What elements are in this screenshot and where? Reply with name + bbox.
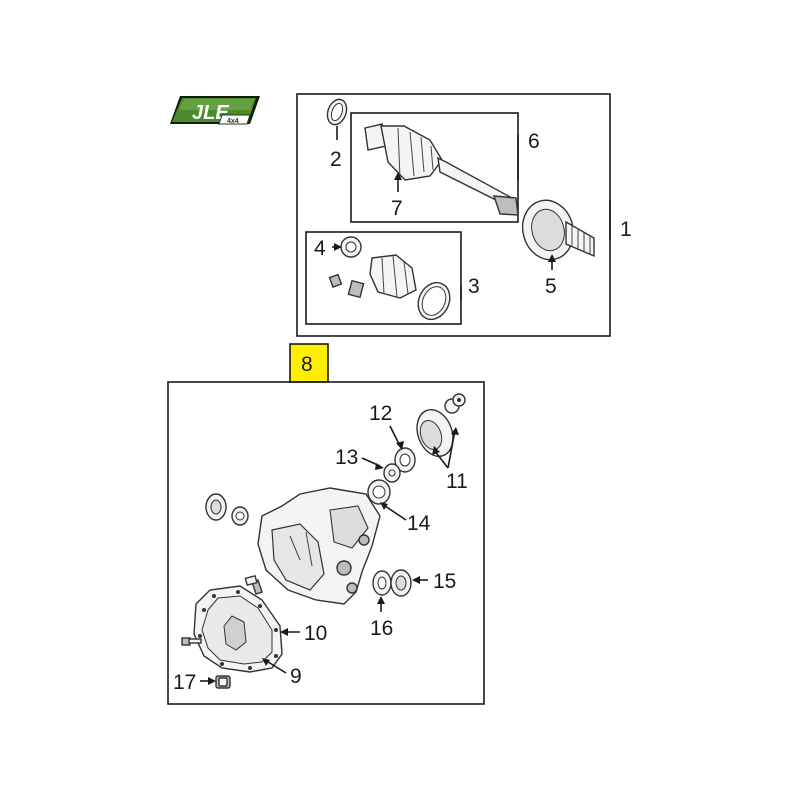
logo-brand-text: JLE — [192, 102, 229, 124]
arrow-5 — [548, 254, 556, 262]
differential-cover-part[interactable] — [193, 585, 283, 673]
callout-3[interactable]: 3 — [468, 275, 480, 298]
housing-bolt-part[interactable] — [244, 574, 263, 595]
callout-13[interactable]: 13 — [335, 446, 358, 469]
callout-12[interactable]: 12 — [369, 402, 392, 425]
pinion-bearing-part[interactable] — [394, 447, 416, 473]
arrow-12 — [396, 441, 404, 450]
rear-pinion-bearing-part[interactable] — [367, 479, 391, 505]
boot-kit-frame — [305, 231, 462, 325]
callout-2[interactable]: 2 — [330, 148, 342, 171]
callout-16[interactable]: 16 — [370, 617, 393, 640]
arrow-17 — [208, 677, 216, 685]
arrow-16 — [377, 596, 385, 604]
callout-17[interactable]: 17 — [173, 671, 196, 694]
inner-shaft-part[interactable] — [364, 123, 519, 216]
arrow-14 — [380, 502, 388, 510]
logo-sub-text: 4x4 — [227, 118, 239, 125]
callout-9[interactable]: 9 — [290, 665, 302, 688]
arrow-7 — [394, 172, 402, 180]
callout-14[interactable]: 14 — [407, 512, 431, 535]
differential-assembly-frame — [167, 381, 485, 705]
arrow-11b — [451, 427, 459, 435]
highlight-box-8 — [289, 343, 329, 383]
callout-1[interactable]: 1 — [620, 218, 632, 241]
callout-7[interactable]: 7 — [391, 197, 403, 220]
boot-clamp-ring-part[interactable] — [340, 236, 362, 258]
differential-housing-part[interactable] — [257, 487, 381, 605]
callout-8[interactable]: 8 — [301, 353, 313, 376]
arrow-11a — [432, 446, 440, 455]
callout-15[interactable]: 15 — [433, 570, 456, 593]
pinion-flange-part[interactable] — [411, 393, 466, 461]
callout-5[interactable]: 5 — [545, 275, 557, 298]
jle-logo[interactable]: JLE 4x4 — [170, 96, 260, 125]
snap-ring-part[interactable] — [324, 97, 350, 128]
callout-10[interactable]: 10 — [304, 622, 327, 645]
fill-plug-part[interactable] — [215, 675, 231, 689]
right-side-bearing-part[interactable] — [372, 569, 412, 597]
pinion-shim-part[interactable] — [383, 463, 401, 483]
outer-cv-joint-part[interactable] — [516, 195, 595, 266]
boot-kit-part[interactable] — [328, 254, 456, 325]
arrow-4 — [334, 243, 342, 251]
callout-4[interactable]: 4 — [314, 237, 326, 260]
callout-11[interactable]: 11 — [446, 470, 468, 493]
arrow-13 — [375, 463, 384, 470]
leader-11b — [447, 429, 456, 469]
arrow-9 — [262, 658, 270, 666]
left-side-bearing-part[interactable] — [205, 493, 249, 526]
arrow-10 — [280, 628, 288, 636]
arrow-15 — [412, 576, 420, 584]
callout-6[interactable]: 6 — [528, 130, 540, 153]
cover-bolt-part[interactable] — [181, 637, 202, 646]
